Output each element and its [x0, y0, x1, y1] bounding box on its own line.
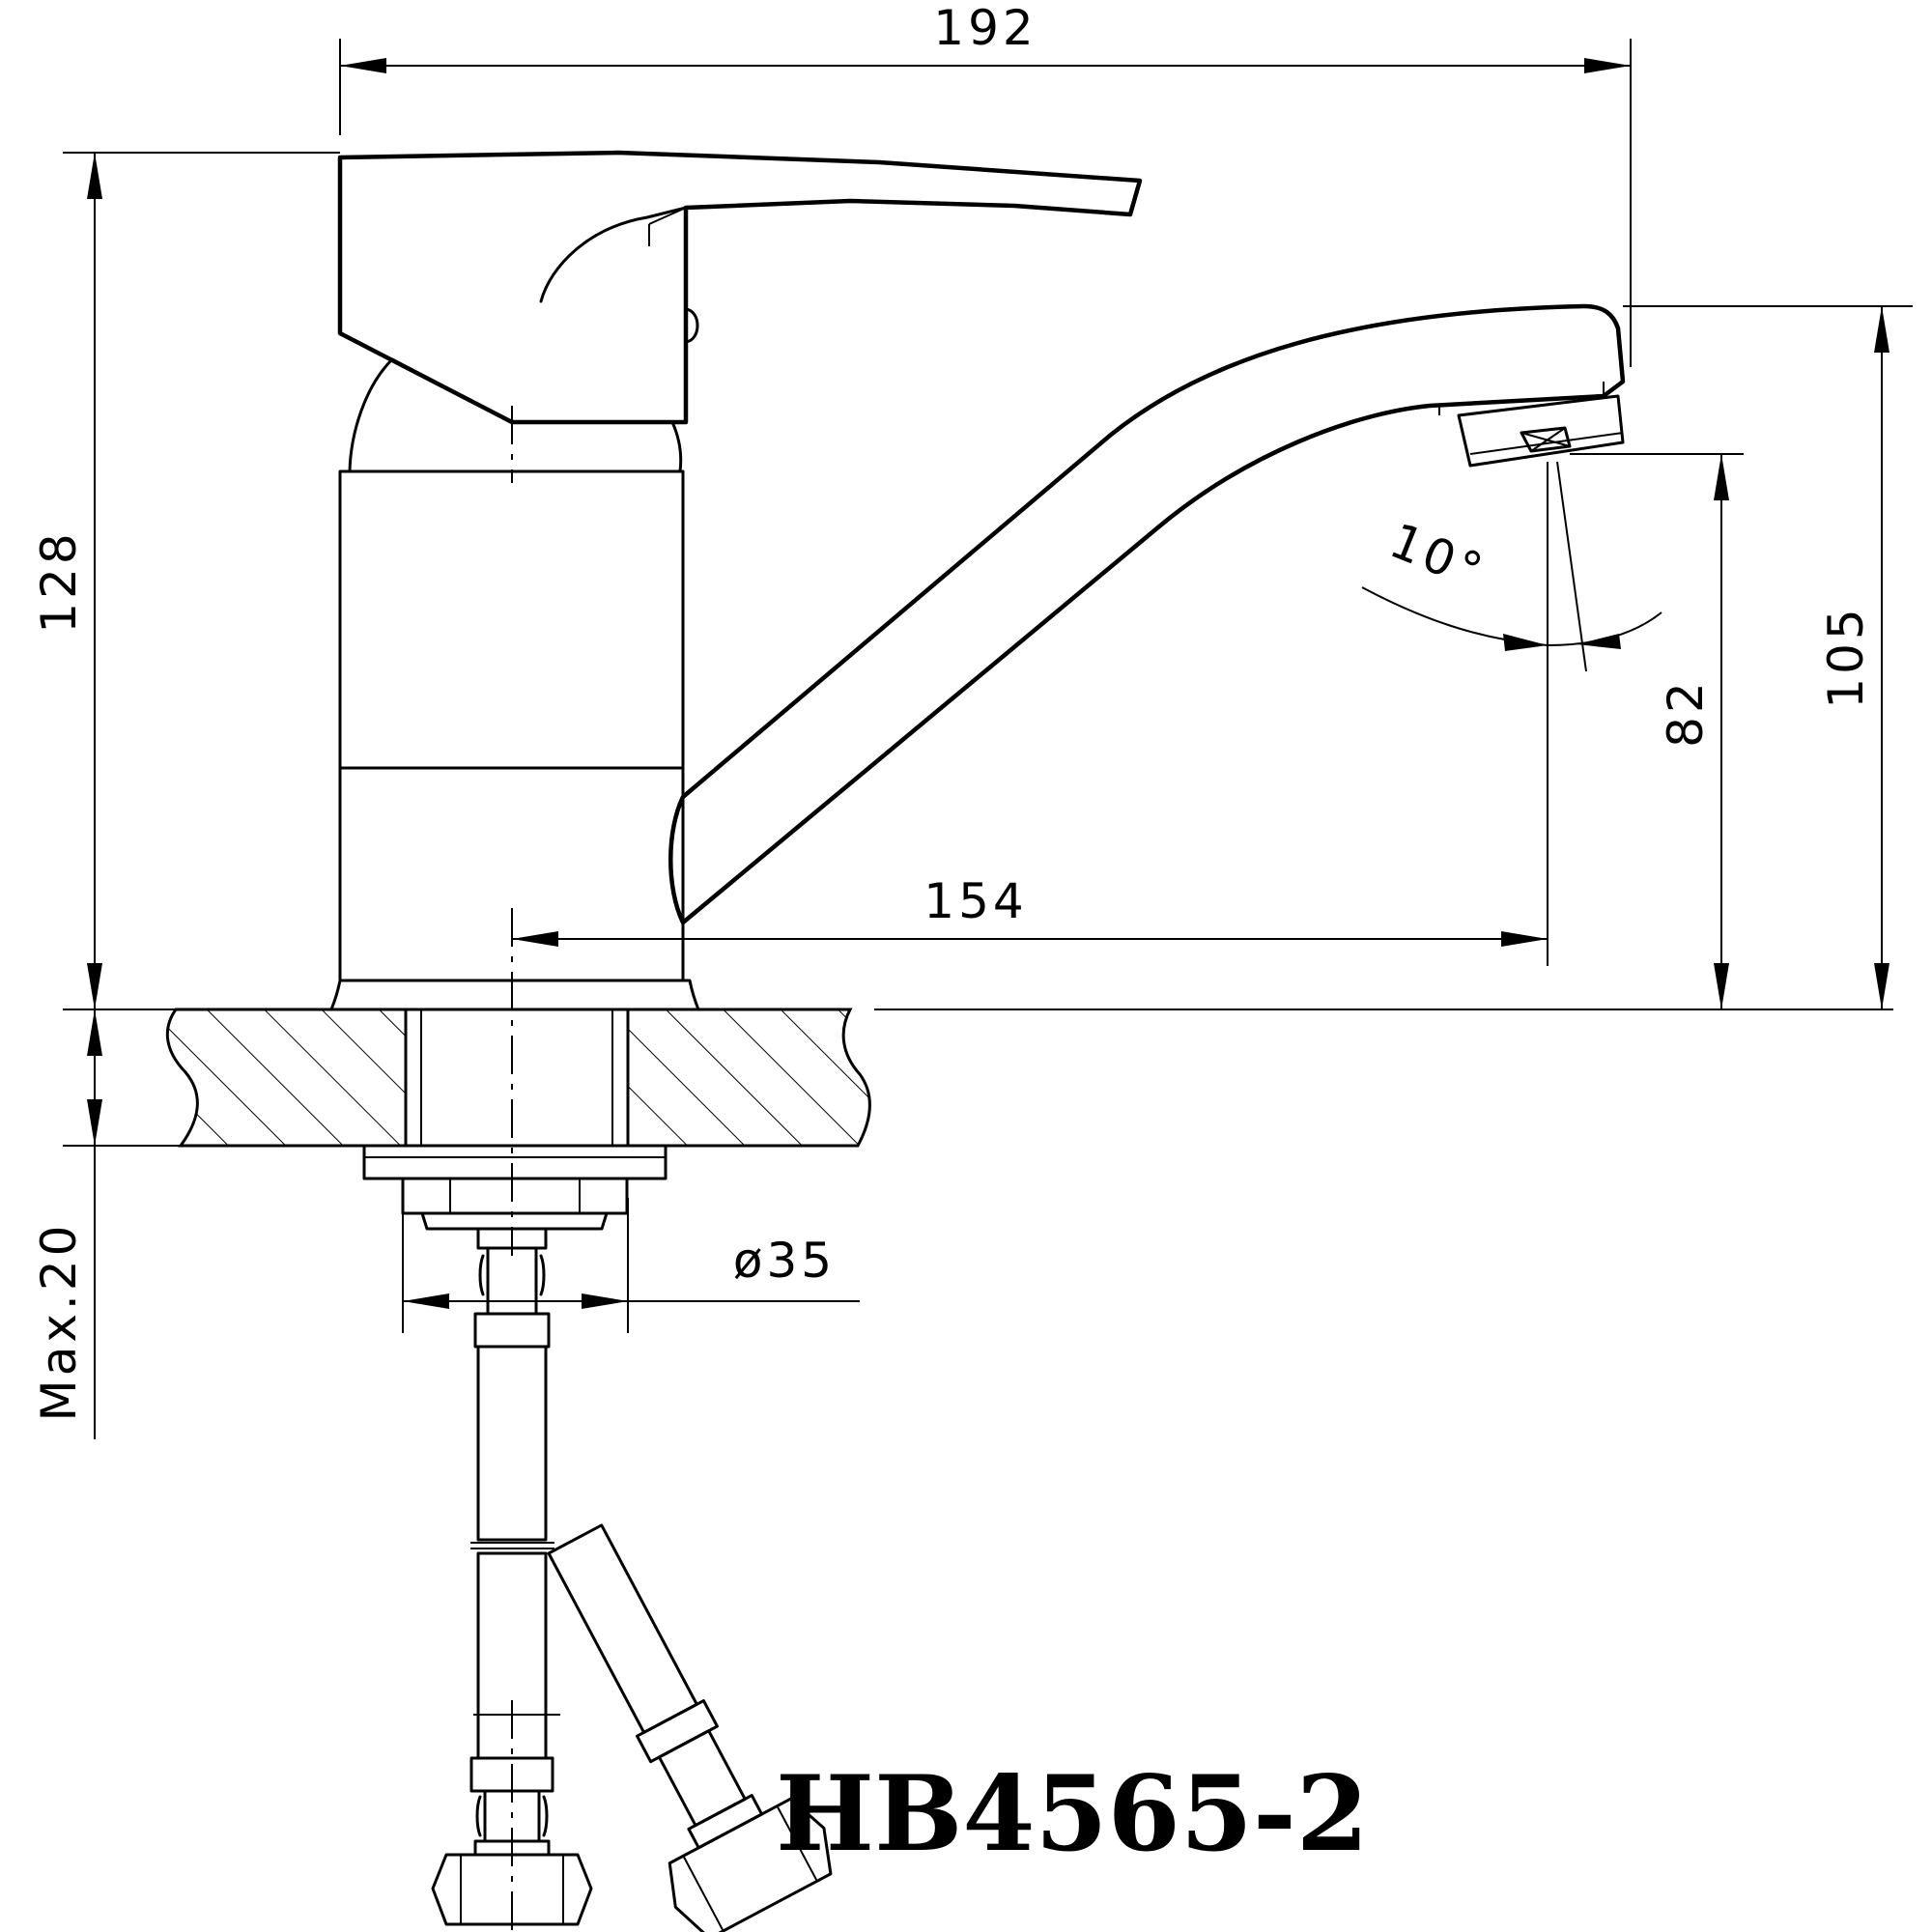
dimension-spray-angle: 10°	[1361, 461, 1662, 672]
aerator	[1457, 394, 1625, 468]
lever-pivot-screw	[684, 307, 699, 344]
handle-lever	[337, 150, 1143, 425]
dimension-82-label: 82	[1658, 678, 1714, 748]
body-dome	[348, 357, 683, 473]
dimension-outlet-height: 82	[1570, 453, 1744, 1009]
spout	[668, 303, 1626, 925]
dimension-thread-diameter: ø35	[402, 1198, 860, 1333]
countertop-section	[165, 1008, 1893, 1148]
hose-lower-hex-nut	[431, 1853, 593, 1926]
model-code-label: HB4565-2	[776, 1753, 1369, 1875]
dimension-105-label: 105	[1818, 605, 1874, 708]
dimension-max20-label: Max.20	[31, 1222, 87, 1422]
dimension-overall-width: 192	[339, 0, 1632, 367]
dimension-max-thickness: Max.20	[31, 1009, 181, 1439]
faucet-body	[329, 357, 700, 1011]
hose-upper-braid	[476, 1345, 548, 1542]
body-upper-cylinder	[338, 469, 685, 770]
mounting-nut	[401, 1177, 629, 1215]
dimension-128-label: 128	[31, 529, 87, 633]
hose-angled-braid	[547, 1523, 698, 1734]
body-lower-cylinder	[338, 766, 685, 982]
body-base-flare	[329, 979, 700, 1011]
supply-hoses	[431, 1227, 833, 1932]
mounting-plate	[362, 1144, 668, 1180]
dimension-154-label: 154	[923, 873, 1027, 929]
mounting-shank	[362, 1008, 668, 1231]
countertop-left-block	[165, 1008, 408, 1148]
center-lines	[473, 406, 560, 1932]
lever-inner-curve	[539, 206, 688, 303]
dimension-192-label: 192	[933, 0, 1037, 56]
dimension-spout-reach: 154	[512, 462, 1548, 966]
spout-outline	[668, 303, 1626, 925]
countertop-right-block	[626, 1008, 871, 1148]
dimension-35-label: ø35	[733, 1233, 836, 1289]
dimension-spout-top-height: 105	[1623, 305, 1913, 1009]
lever-outline	[337, 150, 1143, 425]
dimension-10deg-label: 10°	[1382, 513, 1493, 601]
hose-angled-hex-nut	[668, 1797, 833, 1932]
dimension-overall-height: 128	[31, 152, 340, 1009]
